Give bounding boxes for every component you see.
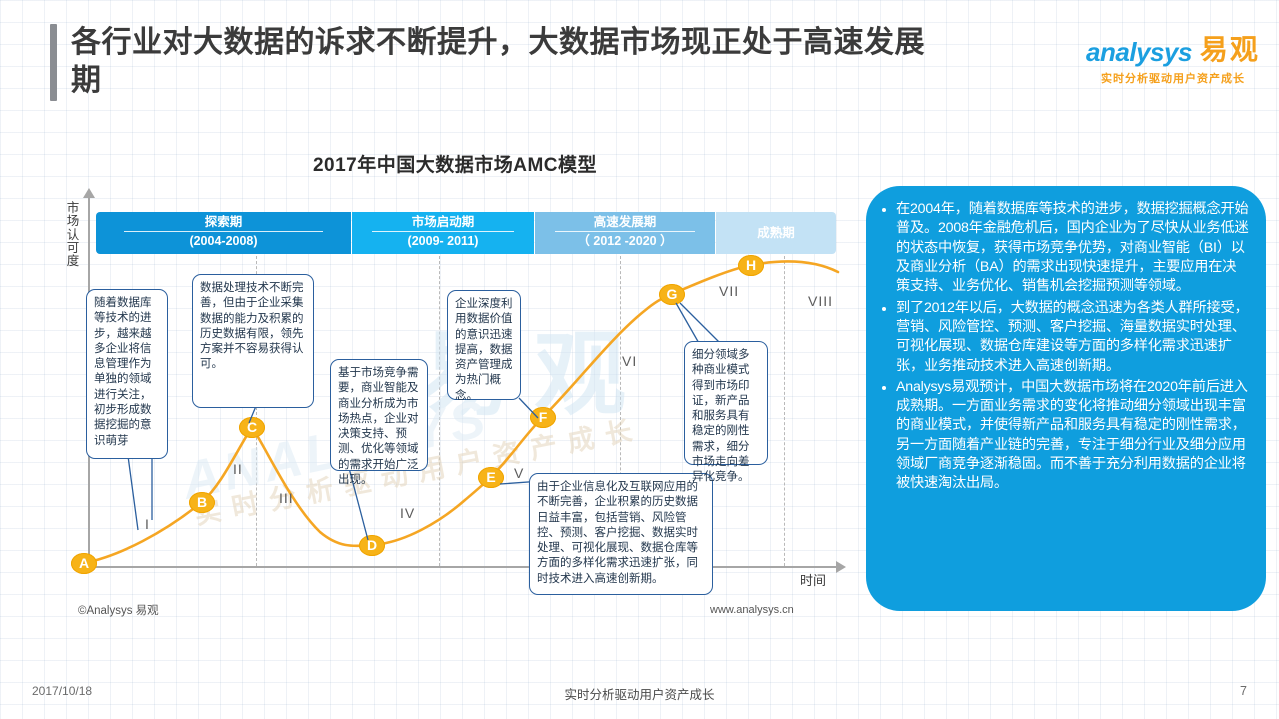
phase-band-startup-name: 市场启动期	[411, 215, 475, 229]
segment-label-vi: VI	[622, 353, 638, 369]
phase-band-exploration-name: 探索期	[204, 215, 243, 229]
phase-band-highspeed: 高速发展期 （ 2012 -2020 ）	[535, 212, 715, 254]
phase-band-startup-period: (2009- 2011)	[407, 234, 479, 249]
phase-band-startup: 市场启动期 (2009- 2011)	[352, 212, 534, 254]
page-title: 各行业对大数据的诉求不断提升，大数据市场现正处于高速发展期	[71, 26, 925, 98]
curve-point-h: H	[738, 255, 764, 276]
insight-bullet-list: 在2004年，随着数据库等技术的进步，数据挖掘概念开始普及。2008年金融危机后…	[878, 200, 1250, 494]
insight-bullet-3: Analysys易观预计，中国大数据市场将在2020年前后进入成熟期。一方面业务…	[896, 378, 1250, 494]
x-axis-line	[88, 566, 838, 568]
phase-band-exploration-period: (2004-2008)	[189, 234, 258, 249]
segment-label-iii: III	[279, 490, 294, 506]
insight-bullet-1: 在2004年，随着数据库等技术的进步，数据挖掘概念开始普及。2008年金融危机后…	[896, 200, 1250, 297]
segment-label-v: V	[514, 465, 525, 481]
segment-label-vii: VII	[719, 283, 740, 299]
segment-label-viii: VIII	[808, 293, 834, 309]
phase-divider-2	[439, 256, 440, 566]
curve-point-f: F	[530, 407, 556, 428]
insight-panel: 在2004年，随着数据库等技术的进步，数据挖掘概念开始普及。2008年金融危机后…	[866, 186, 1266, 611]
insight-bullet-2: 到了2012年以后，大数据的概念迅速为各类人群所接受，营销、风险管控、预测、客户…	[896, 299, 1250, 376]
phase-band-highspeed-name: 高速发展期	[593, 215, 657, 229]
curve-point-a: A	[71, 553, 97, 574]
x-axis-label: 时间	[800, 573, 827, 588]
phase-band-mature: 成熟期	[716, 212, 836, 254]
logo-wordmark-en: analysys	[1086, 37, 1192, 67]
y-axis-arrow	[83, 188, 95, 198]
phase-band-separator	[554, 231, 696, 233]
slide-header: 各行业对大数据的诉求不断提升，大数据市场现正处于高速发展期	[50, 24, 1080, 101]
curve-point-g: G	[659, 284, 685, 305]
phase-band-exploration: 探索期 (2004-2008)	[96, 212, 351, 254]
analysys-logo: analysys 易观 实时分析驱动用户资产成长	[1077, 28, 1269, 86]
phase-band-highspeed-period: （ 2012 -2020 ）	[577, 234, 673, 249]
footer-tagline: 实时分析驱动用户资产成长	[564, 688, 715, 702]
title-accent-bar	[50, 24, 57, 101]
phase-band-separator	[372, 231, 514, 233]
phase-band-mature-name: 成熟期	[757, 226, 795, 240]
logo-tagline: 实时分析驱动用户资产成长	[1101, 73, 1245, 85]
curve-point-d: D	[359, 535, 385, 556]
segment-label-iv: IV	[400, 505, 416, 521]
callout-a: 随着数据库等技术的进步，越来越多企业将信息管理作为单独的领域进行关注，初步形成数…	[86, 289, 168, 459]
slide-footer: 2017/10/18 实时分析驱动用户资产成长 7	[0, 678, 1279, 712]
phase-band-separator	[124, 231, 323, 233]
curve-point-c: C	[239, 417, 265, 438]
segment-label-i: I	[145, 516, 150, 532]
footer-page-number: 7	[1240, 684, 1247, 698]
callout-g: 细分领域多种商业模式得到市场印证，新产品和服务具有稳定的刚性需求，细分市场走向差…	[684, 341, 768, 483]
curve-point-b: B	[189, 492, 215, 513]
callout-d: 基于市场竞争需要，商业智能及商业分析成为市场热点，企业对决策支持、预测、优化等领…	[330, 359, 428, 486]
footer-date: 2017/10/18	[32, 684, 93, 698]
chart-source-right: www.analysys.cn	[710, 604, 794, 616]
y-axis-label: 市场认可度	[66, 201, 80, 268]
curve-point-e: E	[478, 467, 504, 488]
logo-wordmark-cn: 易观	[1199, 34, 1260, 65]
phase-divider-4	[784, 256, 785, 566]
callout-c: 数据处理技术不断完善，但由于企业采集数据的能力及积累的历史数据有限，领先方案并不…	[192, 274, 314, 408]
segment-label-ii: II	[233, 461, 243, 477]
phase-band-group: 探索期 (2004-2008) 市场启动期 (2009- 2011) 高速发展期…	[96, 212, 836, 254]
callout-e: 由于企业信息化及互联网应用的不断完善，企业积累的历史数据日益丰富，包括营销、风险…	[529, 473, 713, 595]
callout-f: 企业深度利用数据价值的意识迅速提高，数据资产管理成为热门概念。	[447, 290, 521, 402]
chart-title: 2017年中国大数据市场AMC模型	[312, 155, 598, 176]
x-axis-arrow	[836, 561, 846, 573]
chart-source-left: ©Analysys 易观	[78, 605, 159, 617]
